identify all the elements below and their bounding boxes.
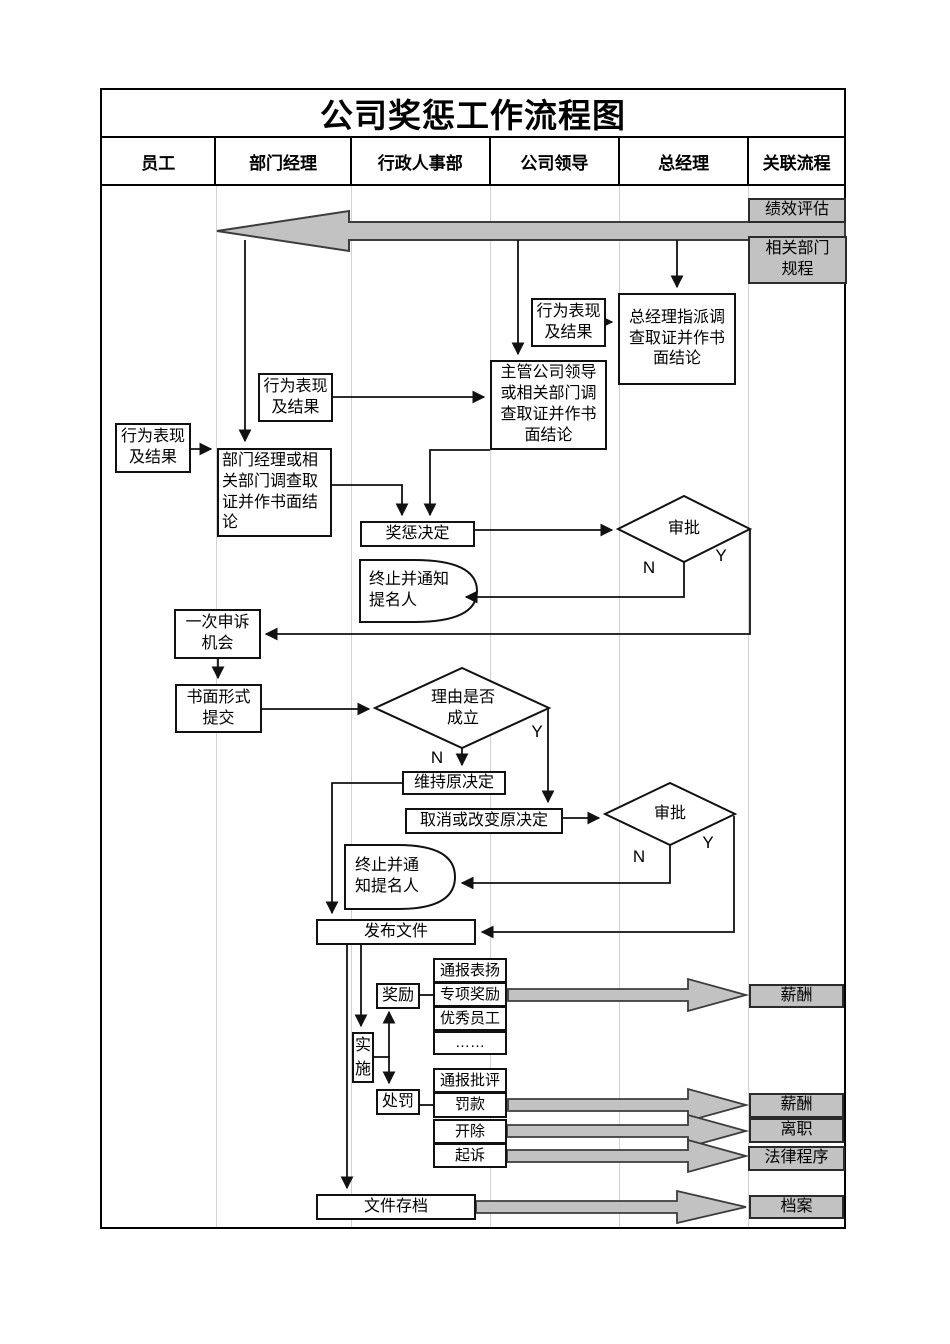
lane-header-hr-admin: 行政人事部: [352, 138, 491, 184]
lane-header-row: 员工 部门经理 行政人事部 公司领导 总经理 关联流程: [102, 138, 844, 186]
behavior-result-manager-box: 行为表现 及结果: [258, 373, 333, 422]
approve1-no-label: N: [642, 558, 656, 577]
lane-header-related-process: 关联流程: [762, 153, 831, 173]
archive-document-box: 文件存档: [316, 1194, 476, 1220]
reward-item-special: 专项奖励: [433, 982, 507, 1007]
maintain-decision-box: 维持原决定: [402, 771, 506, 795]
cancel-change-decision-box: 取消或改变原决定: [405, 808, 563, 834]
approve-label-2: 审批: [653, 804, 686, 822]
approve2-no-label: N: [632, 847, 646, 866]
punish-item-sue: 起诉: [433, 1143, 507, 1168]
reward-punish-decision-box: 奖惩决定: [360, 521, 475, 547]
terminate-notify-label-1: 终止并通知 提名人: [369, 571, 450, 609]
approve1-yes-label: Y: [715, 546, 727, 565]
gm-investigate-box: 总经理指派调 查取证并作书 面结论: [618, 293, 736, 385]
punish-item-criticism: 通报批评: [433, 1068, 507, 1093]
lane-header-dept-manager: 部门经理: [216, 138, 352, 184]
lane-divider: [351, 186, 352, 1227]
punish-item-dismiss: 开除: [433, 1119, 507, 1144]
manager-investigate-box: 部门经理或相 关部门调查取 证并作书面结 论: [217, 448, 332, 537]
written-submit-box: 书面形式 提交: [175, 684, 262, 733]
reward-box: 奖励: [376, 983, 420, 1009]
lane-divider: [748, 186, 749, 1227]
flowchart-frame: [100, 88, 846, 1229]
reason-no-label: N: [430, 748, 444, 767]
leave-box: 离职: [749, 1118, 844, 1143]
reward-item-excellent: 优秀员工: [433, 1006, 507, 1031]
dept-rules-box: 相关部门 规程: [748, 236, 847, 284]
punish-item-fine: 罚款: [433, 1092, 507, 1118]
performance-eval-box: 绩效评估: [748, 198, 846, 223]
reward-item-praise: 通报表扬: [433, 958, 507, 983]
approve2-yes-label: Y: [702, 833, 714, 852]
legal-procedure-box: 法律程序: [748, 1146, 845, 1171]
reason-valid-label: 理由是否 成立: [430, 689, 495, 727]
behavior-result-leader-box: 行为表现 及结果: [531, 298, 606, 347]
lane-divider: [619, 186, 620, 1227]
approve-label-1: 审批: [667, 519, 700, 537]
publish-document-box: 发布文件: [316, 919, 476, 945]
terminate-notify-label-2: 终止并通 知提名人: [355, 857, 420, 895]
file-box: 档案: [749, 1195, 844, 1219]
reason-yes-label: Y: [531, 722, 543, 741]
lane-header-employee: 员工: [102, 138, 217, 184]
reward-item-more: ……: [433, 1031, 507, 1055]
implement-box: 实 施: [352, 1032, 374, 1083]
leader-investigate-box: 主管公司领导 或相关部门调 查取证并作书 面结论: [490, 360, 607, 450]
lane-header-general-manager: 总经理: [620, 138, 750, 184]
pay-box-1: 薪酬: [749, 984, 844, 1008]
punish-box: 处罚: [376, 1089, 420, 1115]
lane-header-company-leader: 公司领导: [491, 138, 621, 184]
appeal-chance-box: 一次申诉 机会: [174, 609, 261, 659]
page-title: 公司奖惩工作流程图: [102, 90, 844, 138]
pay-box-2: 薪酬: [749, 1093, 844, 1118]
behavior-result-employee-box: 行为表现 及结果: [115, 423, 191, 473]
